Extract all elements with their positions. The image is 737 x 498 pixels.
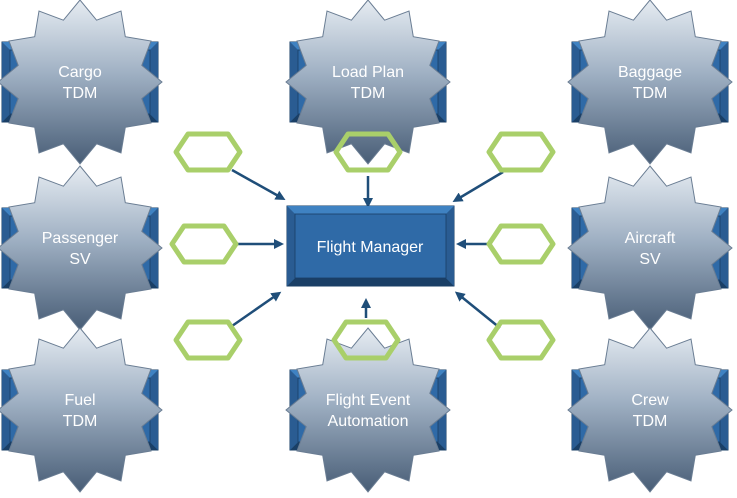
- cargo-label-line1: Cargo: [58, 64, 102, 81]
- load-plan-label-line1: Load Plan: [332, 64, 404, 81]
- aircraft-node[interactable]: [567, 165, 733, 331]
- connector-hexagon: [486, 131, 556, 173]
- connector-hexagon: [169, 223, 239, 265]
- passenger-node[interactable]: [0, 165, 163, 331]
- flight-manager-label: Flight Manager: [317, 239, 424, 256]
- flight-event-label-line1: Flight Event: [326, 392, 411, 409]
- baggage-label-line1: Baggage: [618, 64, 682, 81]
- fuel-label-line1: Fuel: [64, 392, 95, 409]
- load-plan-node[interactable]: [285, 0, 451, 165]
- arrow-cargo: [231, 168, 286, 200]
- flight-event-node[interactable]: [285, 327, 451, 493]
- flight-event-label-line2: Automation: [328, 413, 409, 430]
- fuel-label-line2: TDM: [63, 413, 98, 430]
- flight-manager-box[interactable]: [286, 205, 455, 287]
- arrow-baggage: [452, 170, 504, 203]
- connector-hexagon: [486, 319, 556, 361]
- connector-hexagon: [333, 131, 403, 173]
- baggage-node[interactable]: [567, 0, 733, 165]
- passenger-label-line2: SV: [69, 251, 91, 268]
- connector-hexagon: [331, 319, 401, 361]
- arrow-crew: [454, 291, 501, 329]
- crew-node[interactable]: [567, 327, 733, 493]
- fuel-node[interactable]: [0, 327, 163, 493]
- aircraft-label-line1: Aircraft: [625, 230, 676, 247]
- cargo-label-line2: TDM: [63, 85, 98, 102]
- crew-label-line2: TDM: [633, 413, 668, 430]
- connector-hexagon: [486, 223, 556, 265]
- arrow-fuel: [231, 291, 282, 328]
- baggage-label-line2: TDM: [633, 85, 668, 102]
- connector-hexagon: [173, 131, 243, 173]
- connector-hexagon: [173, 319, 243, 361]
- load-plan-label-line2: TDM: [351, 85, 386, 102]
- crew-label-line1: Crew: [631, 392, 669, 409]
- passenger-label-line1: Passenger: [42, 230, 119, 247]
- aircraft-label-line2: SV: [639, 251, 661, 268]
- cargo-node[interactable]: [0, 0, 163, 165]
